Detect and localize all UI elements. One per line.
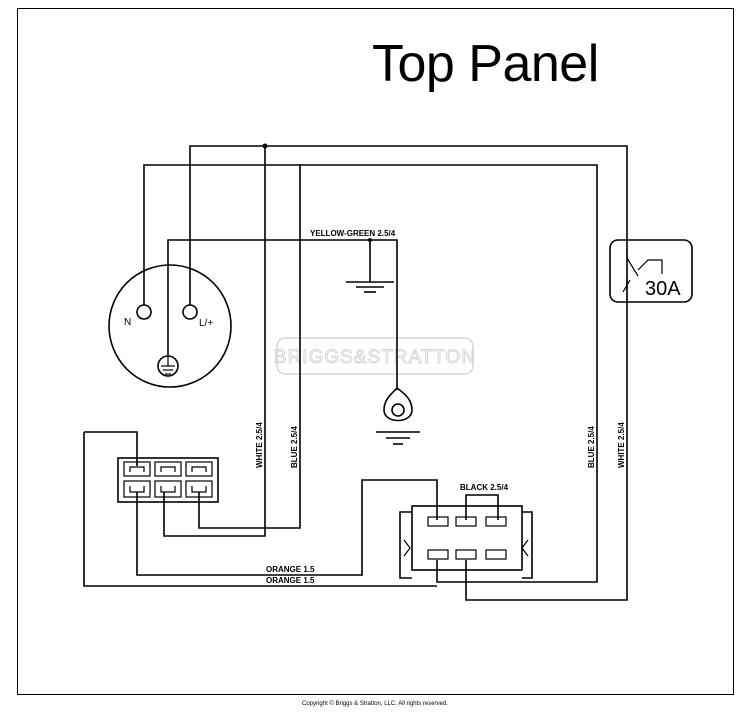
wires [83,143,628,601]
black-label: BLACK 2.5/4 [460,483,509,492]
orange-label-1: ORANGE 1.5 [266,565,315,574]
outlet-receptacle: N L/+ [108,264,232,388]
switch-connector [399,505,533,579]
neutral-label: N [124,317,131,328]
watermark-text: BRIGGS&STRATTON [274,347,476,368]
white-left-label: WHITE 2.5/4 [255,422,264,468]
blue-right-label: BLUE 2.5/4 [587,426,596,468]
terminal-block-left [117,457,219,503]
circuit-breaker: 30A [609,239,693,303]
copyright: Copyright © Briggs & Stratton, LLC. All … [302,701,448,707]
watermark: BRIGGS&STRATTON [273,337,476,375]
ring-terminal-ground-icon [376,386,420,445]
blue-left-label: BLUE 2.5/4 [290,426,299,468]
breaker-rating: 30A [645,278,681,300]
white-right-label: WHITE 2.5/4 [617,422,626,468]
orange-label-2: ORANGE 1.5 [266,576,315,585]
chassis-ground-icon [346,281,394,293]
line-label: L/+ [199,318,213,329]
page-title: Top Panel [372,35,599,93]
diagram-frame [17,8,734,695]
yellow-green-label: YELLOW-GREEN 2.5/4 [310,229,396,238]
neutral-terminal [136,304,152,320]
line-terminal [182,304,198,320]
